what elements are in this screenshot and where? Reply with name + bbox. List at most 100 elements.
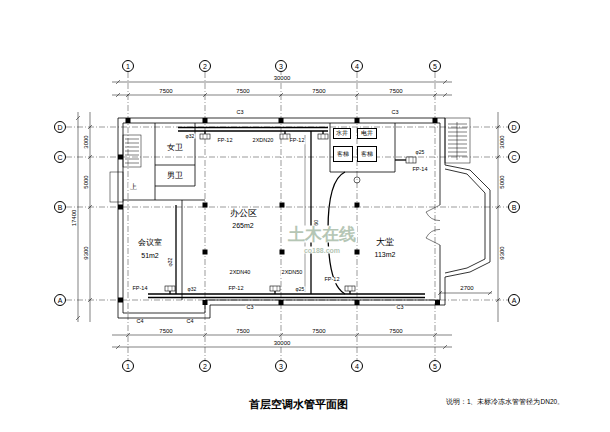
dimension: 30000 [273,75,292,81]
node-text: 5 [433,63,437,70]
axis-bubble: 3 [275,60,287,72]
dimension: 17400 [71,209,77,228]
fan-coil-hatch [168,134,413,291]
node-text: 水井 [336,130,348,136]
pipe-size: φ32 [185,134,196,139]
room-name: 会议室 [137,239,163,247]
dimension: 7500 [158,88,173,94]
axis-bubble: 3 [275,360,287,372]
pipe-size: 2XDN40 [229,270,252,276]
dimension: 9300 [83,245,89,260]
node-text: D [511,124,516,131]
axis-bubble: 4 [351,60,363,72]
walls [118,118,490,318]
axis-bubble: D [54,121,66,133]
wall-tag: C4 [185,319,194,325]
dimension: 2700 [459,285,474,291]
axis-bubble: 1 [122,360,134,372]
node-text: B [58,204,63,211]
glass-partition [305,135,306,292]
node-text: 4 [355,63,359,70]
axis-bubble: 1 [122,60,134,72]
elevator-box: 客梯 [333,146,353,162]
dimension: 9300 [499,245,505,260]
unit-tag: FP-14 [132,286,149,292]
watermark: 土木在线 [287,226,357,243]
pipe-size: φ25 [295,287,306,292]
node-text: 4 [355,363,359,370]
wall-tag: C3 [395,305,404,311]
axis-grid [66,72,508,360]
axis-bubble: B [54,201,66,213]
dimension-lines [76,80,500,349]
stairs [110,118,470,202]
room-name: 大堂 [375,238,395,247]
shaft-box: 电井 [357,128,377,139]
room-name: 男卫 [166,172,184,180]
node-text: C [511,154,516,161]
dimension: 7500 [311,88,326,94]
unit-tag: FP-14 [412,167,429,173]
room-name: 女卫 [166,144,184,152]
axis-bubble: A [508,294,520,306]
axis-bubble: B [508,201,520,213]
node-text: 3 [279,63,283,70]
unit-tag: FP-12 [324,277,341,283]
dimension: 5000 [83,174,89,189]
node-text: 客梯 [337,151,349,157]
node-text: 3 [279,363,283,370]
dimension: 7500 [158,328,173,334]
entrance-doors [426,205,440,245]
dimension: 7500 [388,328,403,334]
wall-tag: C3 [390,110,399,116]
node-text: 2 [203,363,207,370]
node-text: A [512,297,517,304]
pipe-size: 2XDN50 [281,270,304,276]
fan-coil-units [165,134,416,291]
axis-bubble: 2 [199,60,211,72]
pipe-size: φ25 [415,150,426,155]
dimension: 7500 [235,88,250,94]
node-text: 客梯 [361,151,373,157]
axis-bubble: 2 [199,360,211,372]
axis-bubble: 4 [351,360,363,372]
axis-bubble: C [508,151,520,163]
dimension: 3000 [83,134,89,149]
node-text: 1 [126,363,130,370]
node-text: D [57,124,62,131]
columns [118,118,440,305]
wall-tag: C3 [235,110,244,116]
dimension: 30000 [273,340,292,346]
axis-bubble: C [54,151,66,163]
node-text: 1 [126,63,130,70]
watermark: co188.com [303,247,341,254]
axis-bubble: 5 [429,60,441,72]
node-text: A [58,297,63,304]
dimension: 3000 [499,134,505,149]
drawing-title: 首层空调水管平面图 [248,399,349,410]
axis-bubble: D [508,121,520,133]
wall-tag: C3 [245,305,254,311]
axis-bubble: A [54,294,66,306]
dimension: 7500 [311,328,326,334]
unit-tag: FP-12 [289,138,306,144]
node-text: 电井 [361,130,373,136]
axis-bubble: 5 [429,360,441,372]
room-name: 办公区 [229,209,258,218]
stair-mark: 上 [129,183,138,190]
pipe-size: φ32 [187,287,198,292]
column-round [354,177,360,183]
dimension: 5000 [499,174,505,189]
node-text: 2 [203,63,207,70]
node-text: C [57,154,62,161]
wall-tag: C4 [135,319,144,325]
chilled-water-pipes [148,128,425,298]
pipe-size: 2XDN20 [252,138,275,144]
node-text: B [512,204,517,211]
room-area: 113m2 [374,251,397,258]
node-text: 5 [433,363,437,370]
room-area: 265m2 [231,222,254,229]
unit-tag: FP-12 [217,138,234,144]
